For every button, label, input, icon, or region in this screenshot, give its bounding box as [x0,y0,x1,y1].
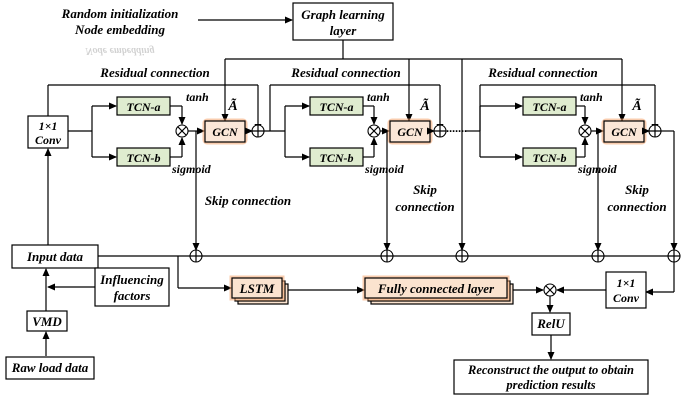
conv-right-box [605,271,647,309]
vmd-label: VMD [32,314,62,329]
node-embedding-reflection: Node embedding [84,45,154,56]
skip-label-3a: Skip [625,182,649,197]
b3-adjacency-label: Ã [631,96,641,114]
conv-left-label-1: 1×1 [39,119,58,133]
b1-sigmoid-label: sigmoid [171,162,212,176]
b3-tcn-a-label: TCN-a [533,100,567,114]
random-init-label: Random initialization [61,6,179,21]
fc-label: Fully connected layer [377,281,495,296]
b1-add-glyph [252,125,264,137]
b1-adjacency-label: Ã [227,96,237,114]
b2-multiply-glyph [369,126,379,136]
node-embedding-label: Node embedding [74,22,165,37]
graph-learning-label-1: Graph learning [301,7,385,22]
b1-multiply-glyph [177,126,187,136]
skip-add-1-glyph [190,250,202,262]
skip-label-1: Skip connection [205,193,291,208]
influencing-label-2: factors [114,288,151,303]
skip-add-5-glyph [668,250,680,262]
raw-load-data-box [5,356,95,380]
influencing-factors-box [94,267,170,307]
input-data-box [11,244,99,269]
lstm-box [231,277,283,299]
b2-gcn-label: GCN [397,125,424,139]
output-label-2: prediction results [505,378,595,392]
input-data-label: Input data [26,249,83,264]
conv-left-box [27,115,69,149]
output-box [453,359,649,395]
b3-gcn-label: GCN [611,125,638,139]
b2-add-glyph [434,125,446,137]
output-label-1: Reconstruct the output to obtain [467,363,634,377]
skip-add-4-glyph [592,250,604,262]
skip-add-2-glyph [381,250,393,262]
b3-multiply-glyph [580,126,590,136]
b3-tanh-label: tanh [580,90,603,104]
conv-right-label-2: Conv [613,291,640,305]
b2-sigmoid-label: sigmoid [364,162,405,176]
relu-label: RelU [536,316,565,331]
b1-tanh-label: tanh [186,90,209,104]
lstm-label: LSTM [239,281,275,296]
b3-tcn-b-label: TCN-b [533,151,567,165]
b2-tcn-b-label: TCN-b [320,151,354,165]
residual-label-2: Residual connection [290,65,400,80]
residual-label-3: Residual connection [487,65,597,80]
skip-label-3b: connection [607,199,666,214]
conv-left-label-2: Conv [35,133,62,147]
b2-tanh-label: tanh [367,90,390,104]
ellipsis: ······· [446,124,467,138]
b3-sigmoid-label: sigmoid [577,162,618,176]
conv-right-label-1: 1×1 [617,276,636,290]
raw-load-data-label: Raw load data [11,360,89,375]
skip-add-3-glyph [456,250,468,262]
influencing-label-1: Influencing [99,272,164,287]
fc-box [364,277,508,299]
b3-add-glyph [649,125,661,137]
b2-adjacency-label: Ã [419,96,429,114]
b1-tcn-b-label: TCN-b [127,151,161,165]
final-multiply-glyph [545,285,555,295]
skip-label-2b: connection [395,199,454,214]
skip-label-2a: Skip [413,182,437,197]
residual-label-1: Residual connection [99,65,209,80]
b1-tcn-a-label: TCN-a [127,100,161,114]
b1-gcn-label: GCN [212,125,239,139]
graph-learning-label-2: layer [330,23,358,38]
b2-tcn-a-label: TCN-a [320,100,354,114]
